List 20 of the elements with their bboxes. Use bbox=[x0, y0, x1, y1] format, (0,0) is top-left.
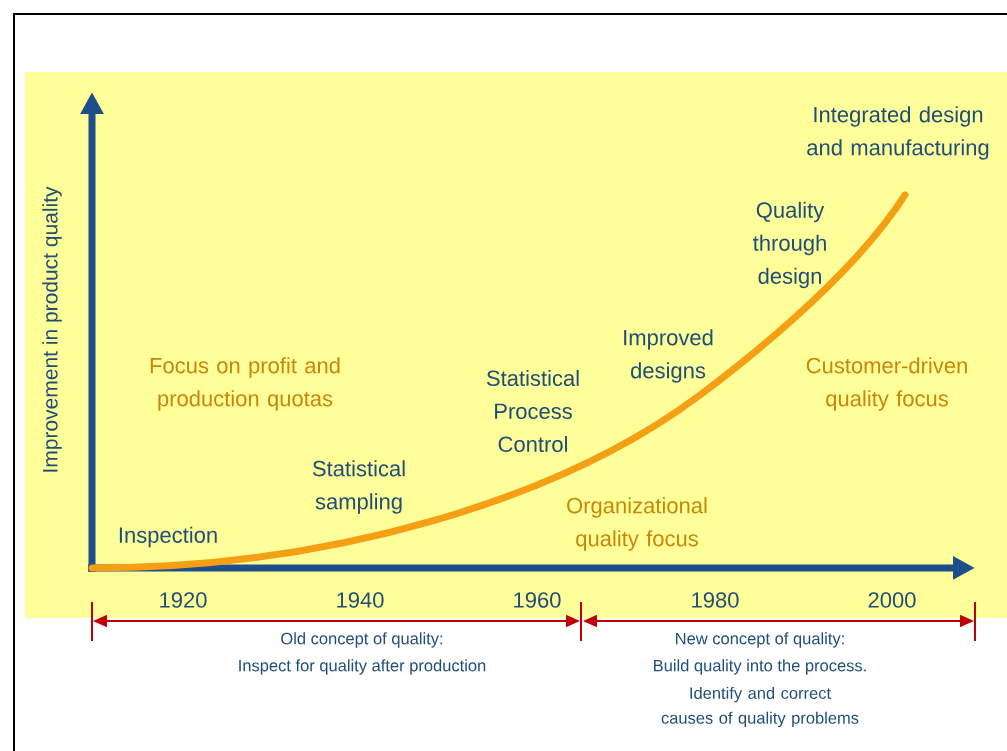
stage-label: Quality through design bbox=[753, 201, 826, 289]
year-label: 2000 bbox=[868, 592, 916, 608]
stage-label: Statistical sampling bbox=[312, 460, 405, 514]
stage-label: Integrated design and manufacturing bbox=[807, 106, 989, 160]
stage-label: Statistical Process Control bbox=[486, 369, 579, 453]
axis-title: Improvement in product quality bbox=[42, 186, 62, 472]
period-note: Identify and correct causes of quality problems bbox=[661, 686, 859, 728]
focus-label: Focus on profit and production quotas bbox=[150, 357, 340, 411]
period-note: Build quality into the process. bbox=[654, 659, 866, 675]
year-label: 1960 bbox=[514, 592, 561, 608]
year-label: 1940 bbox=[337, 592, 384, 608]
year-label: 1920 bbox=[160, 592, 207, 608]
year-label: 1980 bbox=[692, 592, 739, 608]
stage-label: Inspection bbox=[119, 526, 217, 548]
period-heading: Old concept of quality: bbox=[281, 632, 443, 648]
stage-label: Improved designs bbox=[624, 329, 713, 383]
period-note: Inspect for quality after production bbox=[239, 659, 486, 675]
focus-label: Organizational quality focus bbox=[567, 497, 707, 551]
focus-label: Customer-driven quality focus bbox=[806, 357, 967, 411]
period-heading: New concept of quality: bbox=[676, 632, 844, 648]
